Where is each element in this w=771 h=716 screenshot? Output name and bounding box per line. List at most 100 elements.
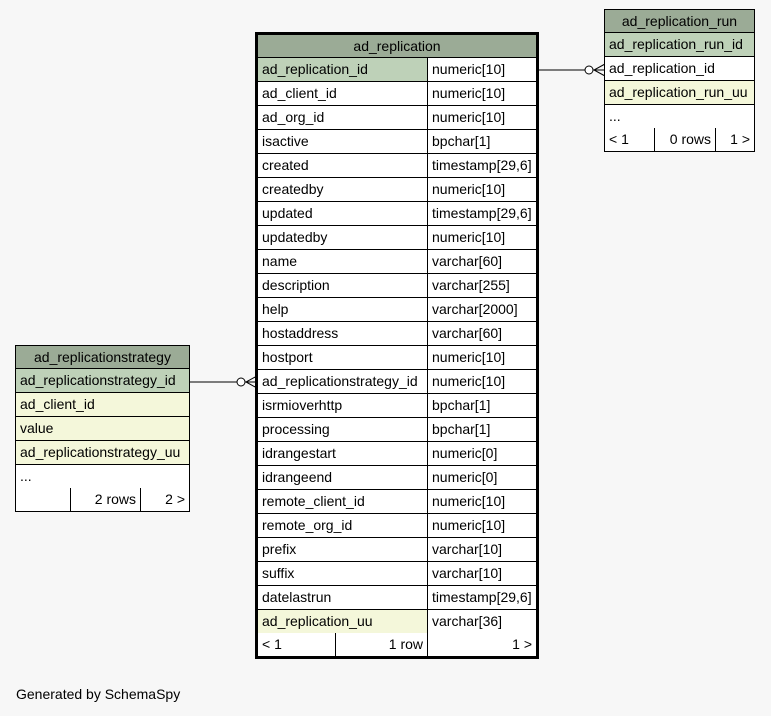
column-type: varchar[255]	[428, 274, 536, 297]
column-name: isactive	[258, 130, 428, 153]
column-type: numeric[10]	[428, 514, 536, 537]
column-name: datelastrun	[258, 586, 428, 609]
column-name: ad_org_id	[258, 106, 428, 129]
column-type: numeric[0]	[428, 466, 536, 489]
column-name: processing	[258, 418, 428, 441]
table-row[interactable]: ...	[16, 465, 189, 488]
column-name: idrangeend	[258, 466, 428, 489]
column-name: ad_replication_run_id	[605, 33, 754, 56]
column-type: numeric[0]	[428, 442, 536, 465]
column-name: ...	[16, 465, 189, 488]
column-type: numeric[10]	[428, 226, 536, 249]
table-row[interactable]: value	[16, 417, 189, 441]
column-name: ...	[605, 105, 754, 128]
column-name: isrmioverhttp	[258, 394, 428, 417]
column-type: varchar[36]	[428, 610, 536, 633]
table-row[interactable]: ad_replicationstrategy_id	[16, 369, 189, 393]
table-row[interactable]: ad_client_id	[16, 393, 189, 417]
column-type: varchar[60]	[428, 250, 536, 273]
table-title: ad_replication	[258, 35, 536, 58]
table-row[interactable]: ad_replication_id	[605, 57, 754, 81]
column-name: help	[258, 298, 428, 321]
column-type: numeric[10]	[428, 178, 536, 201]
footer-next[interactable]: 1 >	[512, 636, 532, 652]
column-name: updatedby	[258, 226, 428, 249]
table-ad-replicationstrategy[interactable]: ad_replicationstrategy ad_replicationstr…	[15, 345, 190, 512]
column-name: ad_replicationstrategy_id	[16, 369, 189, 392]
column-type: numeric[10]	[428, 490, 536, 513]
column-name: ad_client_id	[16, 393, 189, 416]
footer-prev[interactable]: < 1	[258, 633, 336, 656]
column-name: ad_replication_id	[258, 58, 428, 81]
column-name: ad_client_id	[258, 82, 428, 105]
column-type: timestamp[29,6]	[428, 154, 536, 177]
column-type: varchar[10]	[428, 538, 536, 561]
column-name: hostaddress	[258, 322, 428, 345]
column-name: description	[258, 274, 428, 297]
footer-row-count: 1 row	[336, 633, 428, 656]
table-title: ad_replication_run	[605, 10, 754, 33]
table-ad-replication-run[interactable]: ad_replication_run ad_replication_run_id…	[604, 9, 755, 152]
column-type: timestamp[29,6]	[428, 202, 536, 225]
footer-prev[interactable]: < 1	[605, 128, 655, 151]
column-name: ad_replication_uu	[258, 610, 428, 633]
table-row[interactable]: ...	[605, 105, 754, 128]
column-name: value	[16, 417, 189, 440]
edge-run-optional-marker	[584, 65, 594, 75]
generated-by-label: Generated by SchemaSpy	[16, 686, 181, 702]
column-type: varchar[60]	[428, 322, 536, 345]
table-footer: 2 rows 2 >	[16, 488, 189, 511]
column-name: ad_replication_id	[605, 57, 754, 80]
footer-row-count: 2 rows	[71, 488, 141, 511]
table-row[interactable]: ad_replication_run_id	[605, 33, 754, 57]
column-name: ad_replicationstrategy_uu	[16, 441, 189, 464]
footer-prev[interactable]	[16, 488, 71, 511]
column-name: updated	[258, 202, 428, 225]
column-name: name	[258, 250, 428, 273]
table-footer: < 1 1 row 1 >	[258, 633, 536, 656]
column-type: bpchar[1]	[428, 418, 536, 441]
column-name: created	[258, 154, 428, 177]
column-type: bpchar[1]	[428, 394, 536, 417]
column-name: createdby	[258, 178, 428, 201]
column-name: ad_replication_run_uu	[605, 81, 754, 104]
table-row[interactable]: ad_replication_run_uu	[605, 81, 754, 105]
edge-strategy-crowfoot	[244, 375, 258, 389]
footer-next[interactable]: 1 >	[730, 131, 750, 147]
footer-next[interactable]: 2 >	[165, 491, 185, 507]
edge-strategy-optional-marker	[236, 377, 246, 387]
column-type: numeric[10]	[428, 346, 536, 369]
column-type: numeric[10]	[428, 370, 536, 393]
table-footer: < 1 0 rows 1 >	[605, 128, 754, 151]
table-row[interactable]: ad_replicationstrategy_uu	[16, 441, 189, 465]
column-type: numeric[10]	[428, 106, 536, 129]
table-title: ad_replicationstrategy	[16, 346, 189, 369]
column-name: ad_replicationstrategy_id	[258, 370, 428, 393]
